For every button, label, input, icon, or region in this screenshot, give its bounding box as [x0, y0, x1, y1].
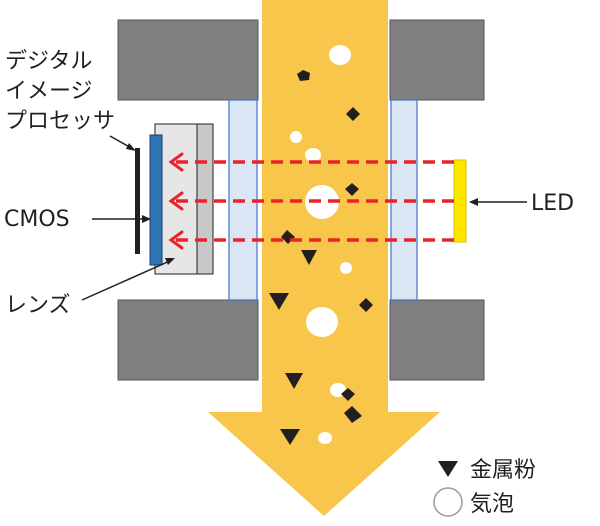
housing-block-bottom-left: [117, 299, 259, 381]
bubble: [305, 148, 321, 162]
bubble: [306, 307, 338, 337]
metal-particles: [269, 70, 373, 445]
legend-bubble-label: 気泡: [470, 492, 514, 517]
beam-arrowhead: [168, 230, 184, 250]
light-beams: [174, 160, 454, 242]
leader-arrowheads: [126, 143, 478, 265]
metal-particle: [341, 388, 355, 401]
cmos-label: CMOS: [4, 207, 70, 232]
lens-leader-arrowhead: [165, 258, 175, 265]
led-leader-arrowhead: [469, 198, 478, 206]
metal-particle: [297, 70, 310, 81]
bubble: [318, 432, 332, 444]
lens-label: レンズ: [5, 293, 71, 318]
lens-leader: [81, 259, 173, 301]
dsp-label-line-3: プロセッサ: [5, 109, 115, 134]
housing-block-top-left: [117, 19, 259, 101]
legend-metal-icon: [438, 461, 458, 477]
housing-block-bottom-right: [389, 299, 485, 381]
dsp-label-line-1: デジタル: [5, 49, 93, 74]
beam-arrowhead: [168, 152, 184, 172]
metal-particle: [280, 429, 300, 445]
led-source: [453, 159, 467, 243]
beam-arrowheads: [168, 152, 184, 250]
flow-arrow: [208, 0, 440, 516]
cmos-leader-arrowhead: [142, 215, 151, 223]
dsp-board: [135, 148, 140, 254]
metal-particle: [285, 373, 303, 389]
bubble: [329, 45, 351, 65]
metal-particle: [359, 298, 373, 312]
metal-particle: [269, 293, 289, 310]
bubble: [290, 131, 302, 143]
led-label: LED: [531, 191, 574, 216]
cmos-sensor: [149, 134, 163, 266]
bubble: [340, 262, 352, 274]
metal-particle: [346, 107, 360, 121]
housing-block-top-right: [389, 19, 485, 101]
beam-arrowhead: [168, 191, 184, 211]
metal-particle: [345, 183, 359, 196]
legend-bubble-icon: [433, 487, 463, 517]
dsp-leader-arrowhead: [126, 143, 136, 151]
bubble: [305, 185, 339, 219]
metal-particle: [301, 250, 317, 265]
legend: 金属粉 気泡: [433, 458, 536, 517]
legend-metal-label: 金属粉: [470, 458, 536, 483]
dsp-label-line-2: イメージ: [5, 79, 93, 104]
lens-element: [196, 123, 214, 275]
metal-particle: [344, 406, 362, 423]
